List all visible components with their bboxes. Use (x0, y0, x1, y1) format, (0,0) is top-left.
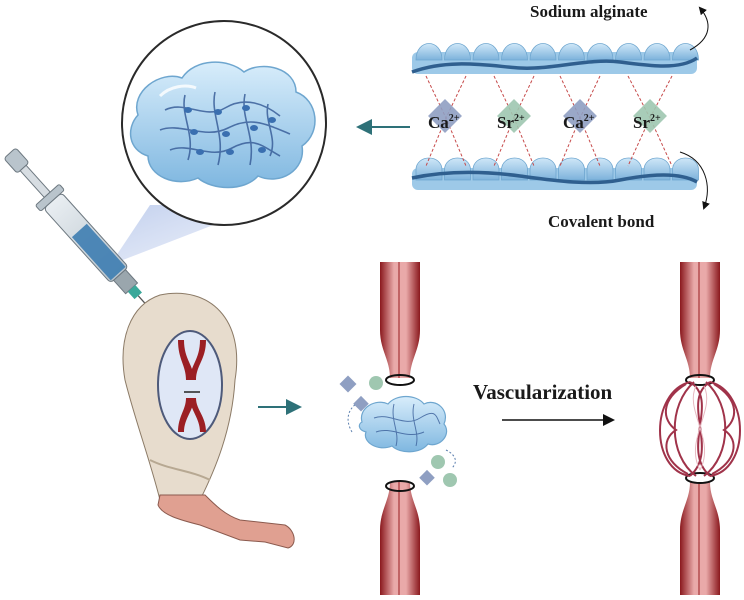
vessel-graft-middle (339, 262, 457, 595)
alginate-chain-bottom (411, 157, 699, 190)
alginate-monomer (415, 43, 443, 61)
alginate-monomer (529, 43, 557, 61)
alginate-monomer (444, 43, 471, 61)
hydrogel-icon (129, 61, 316, 189)
alginate-monomer (472, 157, 500, 181)
ion-label-1: Ca2+ (428, 113, 460, 132)
hydrogel-magnified-view (110, 20, 327, 265)
suture-ring-icon (385, 480, 415, 492)
alginate-monomer (615, 157, 642, 181)
injection-site-inset (157, 330, 223, 440)
alginate-monomer (672, 43, 699, 61)
ion-label-4: Sr2+ (633, 113, 661, 132)
alginate-monomer (444, 157, 471, 181)
sodium-alginate-arrow (689, 6, 709, 51)
suture-ring-icon (685, 472, 715, 484)
ion-label-2: Sr2+ (497, 113, 525, 132)
vessel-vascularized-right (659, 262, 741, 595)
arm-icon (122, 292, 302, 549)
alginate-monomer (586, 43, 614, 61)
hydrogel-graft (358, 395, 448, 453)
covalent-bond-label: Covalent bond (548, 212, 655, 231)
covalent-bond-arrow (679, 151, 710, 210)
alginate-monomer (558, 157, 585, 181)
alginate-monomer (529, 157, 557, 181)
alginate-monomer (586, 157, 614, 181)
syringe-icon (4, 148, 179, 341)
suture-ring-icon (685, 374, 715, 386)
new-capillary-network (659, 381, 741, 477)
alginate-monomer (501, 43, 528, 61)
alginate-monomer (643, 43, 671, 61)
blood-vessel-icon (178, 340, 206, 432)
alginate-crosslink-panel: Ca2+ Sr2+ Ca2+ Sr2+ Sodium alginate Cova… (356, 2, 710, 231)
vascularization-label: Vascularization (473, 380, 613, 404)
alginate-monomer (558, 43, 585, 61)
alginate-monomer (472, 43, 500, 61)
alginate-monomer (615, 43, 642, 61)
suture-ring-icon (385, 374, 415, 386)
alginate-chain-top (411, 43, 699, 74)
ion-label-3: Ca2+ (563, 113, 595, 132)
sodium-alginate-label: Sodium alginate (530, 2, 648, 21)
